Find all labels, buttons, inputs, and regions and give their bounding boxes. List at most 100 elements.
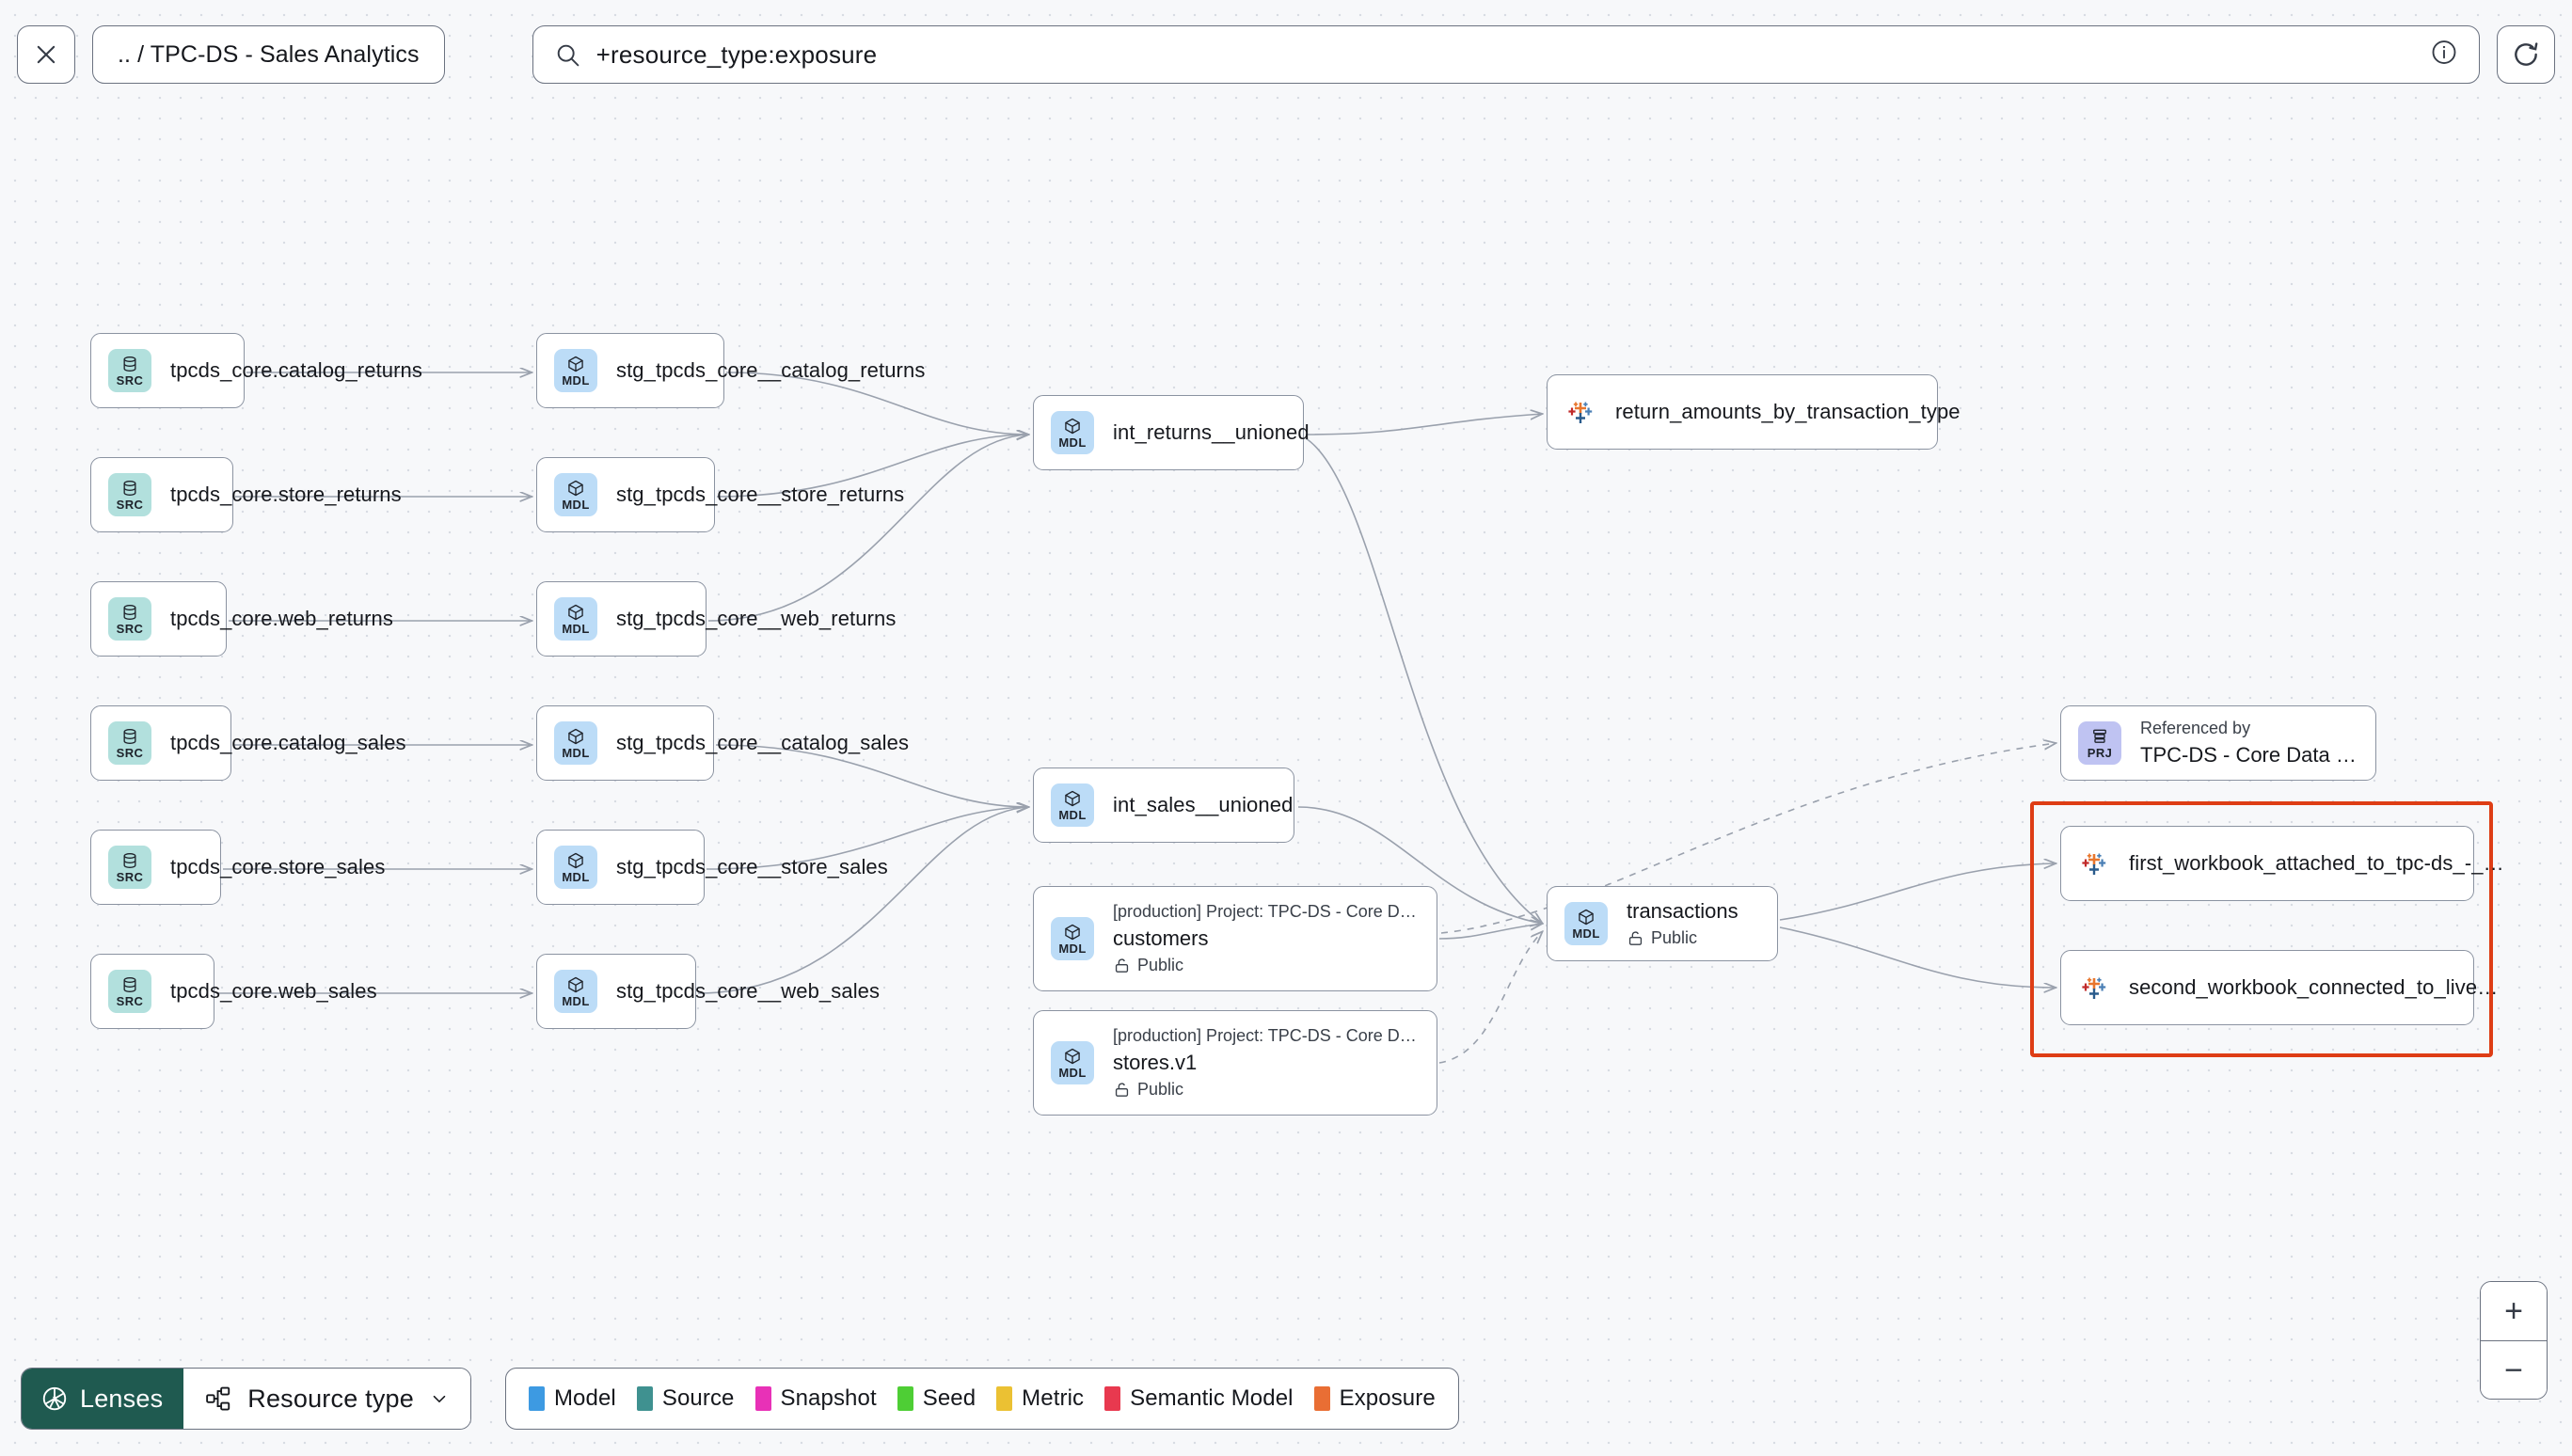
zoom-controls: + − — [2480, 1281, 2548, 1400]
source-badge: SRC — [108, 846, 151, 889]
node-label: transactions — [1627, 899, 1738, 923]
graph-node-model[interactable]: MDL stg_tpcds_core__catalog_sales — [536, 705, 909, 781]
cube-icon — [566, 355, 585, 373]
graph-node-source[interactable]: SRC tpcds_core.catalog_sales — [90, 705, 406, 781]
node-label: tpcds_core.store_returns — [170, 483, 402, 506]
cube-icon — [566, 975, 585, 994]
graph-node-model[interactable]: MDL stg_tpcds_core__web_sales — [536, 954, 880, 1029]
node-project-path: [production] Project: TPC-DS - Core Data… — [1113, 902, 1420, 921]
node-access-meta: Public — [1113, 1080, 1420, 1100]
model-badge: MDL — [554, 349, 597, 392]
lenses-label: Lenses — [80, 1384, 164, 1413]
badge-text: SRC — [116, 373, 144, 388]
info-button[interactable] — [2430, 39, 2458, 71]
legend-label: Exposure — [1339, 1385, 1436, 1411]
database-icon — [120, 603, 139, 622]
graph-node-source[interactable]: SRC tpcds_core.store_returns — [90, 457, 402, 532]
unlock-icon — [1115, 958, 1129, 973]
legend-label: Model — [553, 1385, 616, 1411]
info-icon — [2432, 40, 2456, 64]
node-label: second_workbook_connected_to_live… — [2129, 975, 2499, 999]
graph-node-source[interactable]: SRC tpcds_core.store_sales — [90, 830, 385, 905]
cube-icon — [1063, 1047, 1082, 1066]
graph-node-source[interactable]: SRC tpcds_core.web_sales — [90, 954, 377, 1029]
unlock-icon — [1115, 1083, 1129, 1097]
cube-icon — [566, 479, 585, 498]
search-input-value[interactable]: +resource_type:exposure — [595, 40, 878, 69]
graph-node-source[interactable]: SRC tpcds_core.catalog_returns — [90, 333, 422, 408]
node-access-label: Public — [1137, 956, 1184, 974]
graph-node-model[interactable]: MDL stg_tpcds_core__web_returns — [536, 581, 896, 657]
refresh-icon — [2515, 42, 2538, 66]
legend-swatch-exposure — [1313, 1386, 1330, 1411]
legend-swatch-semantic-model — [1104, 1386, 1121, 1411]
graph-node-exposure[interactable]: second_workbook_connected_to_live… — [2060, 950, 2498, 1025]
legend-label: Snapshot — [780, 1385, 877, 1411]
graph-node-model-transactions[interactable]: MDL transactions Public — [1547, 886, 1778, 961]
node-label: stg_tpcds_core__catalog_returns — [616, 358, 926, 382]
node-label: customers — [1113, 926, 1209, 950]
graph-node-source[interactable]: SRC tpcds_core.web_returns — [90, 581, 393, 657]
model-badge: MDL — [1051, 917, 1094, 960]
graph-node-model[interactable]: MDL stg_tpcds_core__catalog_returns — [536, 333, 925, 408]
badge-text: MDL — [1572, 926, 1600, 941]
graph-node-project[interactable]: PRJ Referenced by TPC-DS - Core Data Mod… — [2060, 705, 2376, 781]
graph-node-exposure[interactable]: return_amounts_by_transaction_type — [1547, 374, 1961, 450]
node-label: stg_tpcds_core__web_returns — [616, 607, 897, 630]
tableau-icon — [1564, 396, 1596, 428]
bottom-toolbar: Lenses Resource type Model — [21, 1368, 1459, 1430]
graph-node-model-contract[interactable]: MDL [production] Project: TPC-DS - Core … — [1033, 886, 1437, 991]
lenses-button[interactable]: Lenses — [22, 1369, 184, 1429]
breadcrumb-label: .. / TPC-DS - Sales Analytics — [118, 40, 420, 68]
badge-text: PRJ — [2087, 746, 2113, 760]
badge-text: MDL — [1058, 435, 1087, 450]
node-label: int_returns__unioned — [1113, 420, 1310, 444]
top-toolbar: .. / TPC-DS - Sales Analytics +resource_… — [0, 0, 2572, 109]
resource-type-dropdown[interactable]: Resource type — [183, 1369, 470, 1429]
legend-label: Metric — [1022, 1385, 1085, 1411]
node-label: int_sales__unioned — [1113, 793, 1294, 816]
model-badge: MDL — [1051, 1041, 1094, 1084]
badge-text: MDL — [562, 622, 590, 636]
graph-node-model[interactable]: MDL int_returns__unioned — [1033, 395, 1310, 470]
legend-item: Snapshot — [754, 1385, 877, 1412]
badge-text: MDL — [562, 498, 590, 512]
legend-swatch-model — [528, 1386, 545, 1411]
zoom-in-button[interactable]: + — [2481, 1282, 2547, 1340]
graph-node-model[interactable]: MDL int_sales__unioned — [1033, 768, 1294, 843]
graph-node-exposure[interactable]: first_workbook_attached_to_tpc-ds_-_… — [2060, 826, 2504, 901]
node-label: stores.v1 — [1113, 1051, 1198, 1074]
breadcrumb[interactable]: .. / TPC-DS - Sales Analytics — [92, 25, 445, 84]
cube-icon — [566, 851, 585, 870]
badge-text: MDL — [562, 994, 590, 1008]
cube-icon — [1063, 789, 1082, 808]
badge-text: MDL — [562, 746, 590, 760]
graph-node-model[interactable]: MDL stg_tpcds_core__store_sales — [536, 830, 888, 905]
source-badge: SRC — [108, 473, 151, 516]
node-label: stg_tpcds_core__catalog_sales — [616, 731, 910, 754]
graph-node-model-contract[interactable]: MDL [production] Project: TPC-DS - Core … — [1033, 1010, 1437, 1116]
search-field[interactable]: +resource_type:exposure — [532, 25, 2480, 84]
graph-node-model[interactable]: MDL stg_tpcds_core__store_returns — [536, 457, 904, 532]
node-label: stg_tpcds_core__store_returns — [616, 483, 905, 506]
resource-type-legend: Model Source Snapshot Seed Metric Semant… — [504, 1368, 1459, 1430]
badge-text: MDL — [1058, 808, 1087, 822]
legend-item: Exposure — [1313, 1385, 1436, 1412]
node-access-label: Public — [1137, 1080, 1184, 1099]
zoom-out-button[interactable]: − — [2481, 1340, 2547, 1399]
badge-text: SRC — [116, 746, 144, 760]
hierarchy-icon — [206, 1386, 230, 1411]
badge-text: SRC — [116, 498, 144, 512]
source-badge: SRC — [108, 597, 151, 641]
node-body: [production] Project: TPC-DS - Core Data… — [1113, 902, 1420, 975]
legend-swatch-source — [636, 1386, 653, 1411]
node-label: tpcds_core.web_sales — [170, 979, 377, 1003]
legend-label: Source — [661, 1385, 735, 1411]
legend-swatch-metric — [996, 1386, 1013, 1411]
chevron-down-icon — [433, 1395, 446, 1403]
cube-icon — [1577, 908, 1596, 926]
refresh-button[interactable] — [2497, 25, 2555, 84]
unlock-icon — [1628, 931, 1643, 945]
close-button[interactable] — [17, 25, 75, 84]
